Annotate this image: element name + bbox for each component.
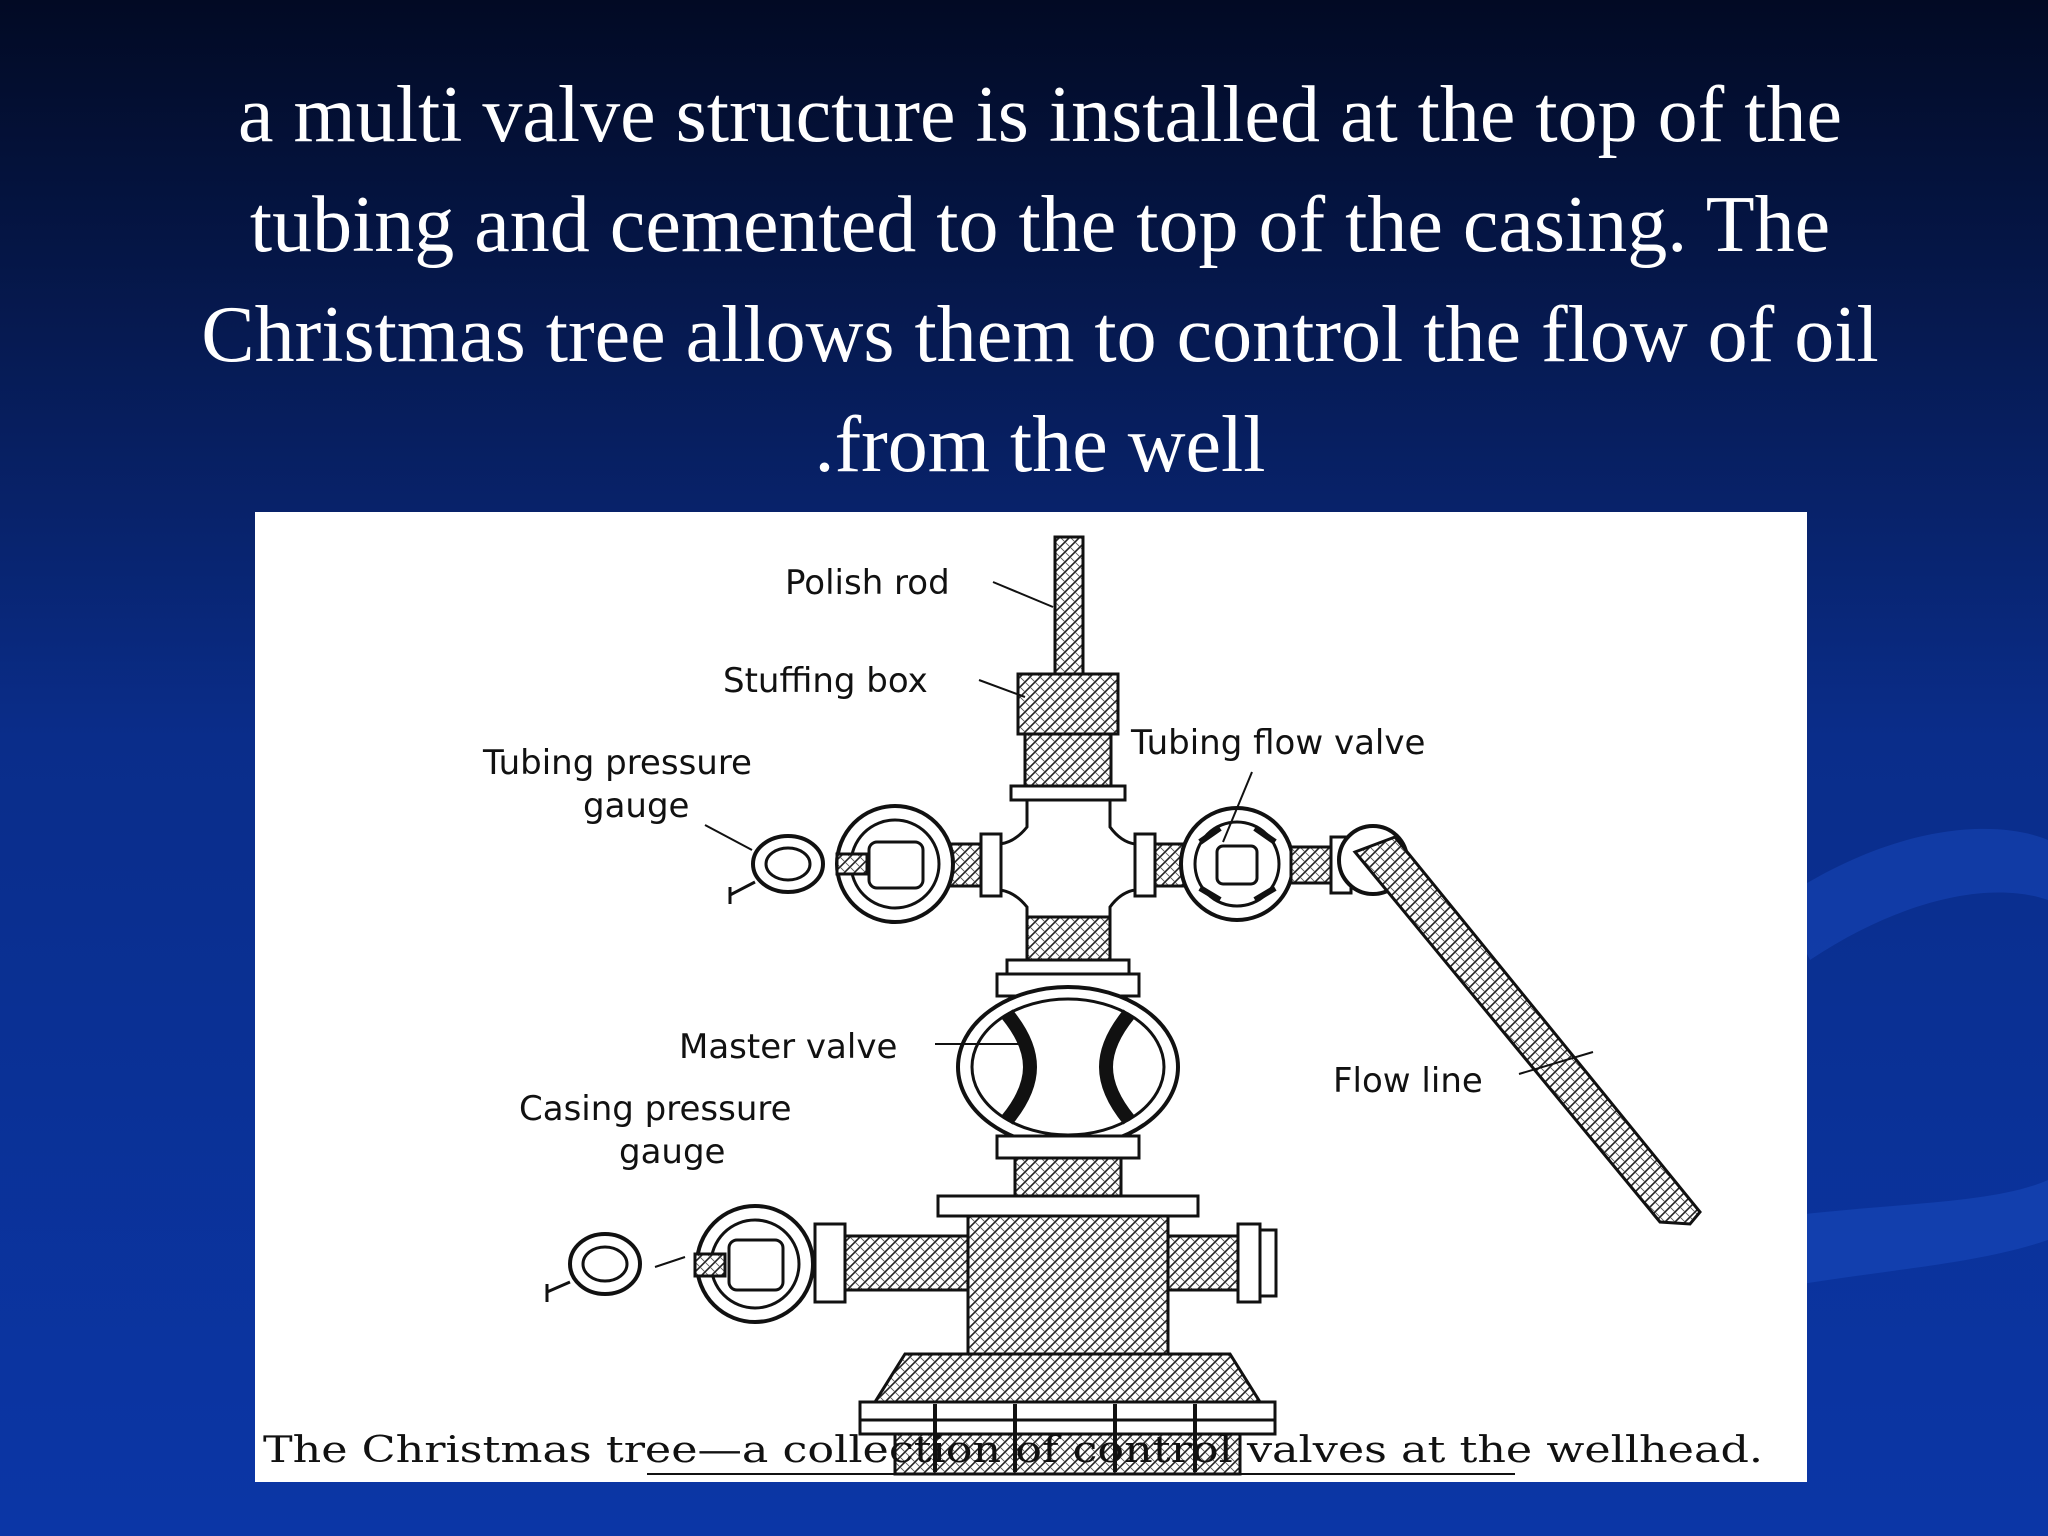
label-tubing-pressure-gauge-2: gauge	[583, 786, 689, 826]
slide-text-line: a multi valve structure is installed at …	[237, 71, 1843, 159]
slide-text-line: Christmas tree allows them to control th…	[201, 291, 1879, 379]
slide-body-text: a multi valve structure is installed at …	[100, 60, 1980, 500]
label-master-valve: Master valve	[679, 1027, 897, 1067]
label-tubing-pressure-gauge: Tubing pressure	[482, 743, 752, 783]
stuffing-box	[1016, 672, 1120, 736]
label-stuffing-box: Stuffing box	[723, 661, 928, 701]
label-tubing-flow-valve: Tubing flow valve	[1130, 723, 1425, 763]
christmas-tree-diagram: Polish rod Stuffing box Tubing pressure …	[263, 535, 1763, 1476]
christmas-tree-figure: Polish rod Stuffing box Tubing pressure …	[255, 512, 1807, 1482]
wellhead-base	[872, 1352, 1263, 1404]
slide-text-line: .from the well	[814, 401, 1266, 489]
leader-lines	[654, 581, 1594, 1268]
slide-text-line: tubing and cemented to the top of the ca…	[249, 181, 1831, 269]
label-polish-rod: Polish rod	[785, 563, 950, 603]
figure-caption: The Christmas tree—a collection of contr…	[263, 1430, 1763, 1471]
label-casing-pressure-gauge: Casing pressure	[519, 1089, 792, 1129]
cross-fitting	[998, 798, 1137, 919]
label-flow-line: Flow line	[1333, 1061, 1483, 1101]
casing-head	[966, 1214, 1170, 1358]
label-casing-pressure-gauge-2: gauge	[619, 1132, 725, 1172]
flow-line	[1352, 835, 1702, 1226]
polish-rod	[1053, 535, 1085, 691]
